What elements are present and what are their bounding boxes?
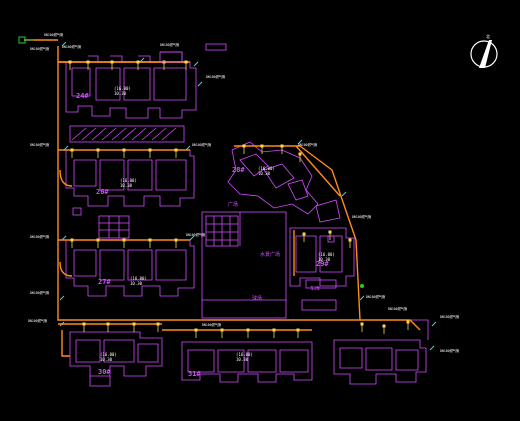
pipe-callout-15: DN100燃气管 xyxy=(388,306,407,311)
pipe-callout-0: DN100燃气管 xyxy=(30,46,49,51)
pipe-callout-7: DN100燃气管 xyxy=(30,234,49,239)
pipe-callout-9: DN100燃气管 xyxy=(28,318,47,323)
pipe-loop-30 xyxy=(61,330,70,357)
building-24 xyxy=(65,51,197,119)
central-plaza xyxy=(201,211,287,319)
valve-ticks xyxy=(59,41,437,351)
pipe-callout-5: DN100燃气管 xyxy=(30,142,49,147)
area-label-plaza: 广场 xyxy=(228,201,238,208)
floor-tag-b7: (16.00)10.30 xyxy=(236,352,253,362)
building-label-b3: 27# xyxy=(98,278,111,286)
area-labels: 广场 水景广场 球场 车库 xyxy=(228,201,320,302)
pipe-callout-16: DN100燃气管 xyxy=(440,314,459,319)
building-label-b6: 30# xyxy=(98,368,111,376)
area-label-pool: 水景广场 xyxy=(260,251,280,258)
north-label: 北 xyxy=(486,33,490,39)
grid-court xyxy=(98,215,130,239)
building-26 xyxy=(65,149,195,207)
building-label-b1: 24# xyxy=(76,92,89,100)
small-structures xyxy=(72,43,335,243)
pipe-loop-26 xyxy=(59,169,73,187)
pipe-branch-bottom xyxy=(58,319,421,331)
building-32 xyxy=(333,319,429,385)
hatched-plaza xyxy=(69,125,185,143)
area-label-court: 球场 xyxy=(252,295,262,302)
pipe-callout-8: DN100燃气管 xyxy=(186,232,205,237)
floor-tags: (16.00)10.30 (16.00)10.30 (16.00)10.30 (16.… xyxy=(100,86,335,362)
gas-inlet-valve xyxy=(18,36,364,288)
pipe-callout-4: DN100燃气管 xyxy=(206,74,225,79)
floor-tag-b5: (16.00)10.30 xyxy=(318,252,335,262)
building-30 xyxy=(69,331,163,387)
riser-markers xyxy=(68,60,410,338)
building-29 xyxy=(289,227,355,311)
buildings-layer xyxy=(65,51,429,387)
building-31 xyxy=(181,341,313,383)
pipe-callout-3: DN100燃气管 xyxy=(160,42,179,47)
floor-tag-b6: (16.00)10.30 xyxy=(100,352,117,362)
floor-tag-b4: (16.00)10.30 xyxy=(258,166,275,176)
pipe-callout-13: DN100燃气管 xyxy=(352,214,371,219)
building-label-b7: 31# xyxy=(188,370,201,378)
pipe-callout-17: DN100燃气管 xyxy=(440,348,459,353)
pipe-callout-12: DN100燃气管 xyxy=(298,142,317,147)
pipe-loop-27 xyxy=(59,261,73,277)
pipe-callout-2: DN100燃气管 xyxy=(62,44,81,49)
pipe-callout-11: DN100燃气管 xyxy=(202,322,221,327)
building-labels: 24# 26# 27# 28# 29# 30# 31# xyxy=(76,92,329,378)
floor-tag-b2: (16.00)10.30 xyxy=(120,178,137,188)
pipe-callout-14: DN100燃气管 xyxy=(366,294,385,299)
floor-tag-b3: (16.00)10.30 xyxy=(130,276,147,286)
pipe-callouts: DN100燃气管 DN100燃气管 DN100燃气管 DN100燃气管 DN100燃气管… xyxy=(28,32,459,353)
building-27 xyxy=(65,239,195,297)
building-label-b4: 28# xyxy=(232,166,245,174)
pipe-callout-1: DN100燃气管 xyxy=(44,32,63,37)
area-label-garage: 车库 xyxy=(310,285,320,292)
pipe-callout-10: DN100燃气管 xyxy=(30,290,49,295)
floor-tag-b1: (16.00)10.30 xyxy=(114,86,131,96)
north-arrow: 北 xyxy=(470,33,498,68)
pipe-main-west xyxy=(57,46,361,321)
building-label-b5: 29# xyxy=(316,260,329,268)
building-label-b2: 26# xyxy=(96,188,109,196)
pipe-callout-6: DN100燃气管 xyxy=(192,142,211,147)
building-28 xyxy=(227,141,341,223)
